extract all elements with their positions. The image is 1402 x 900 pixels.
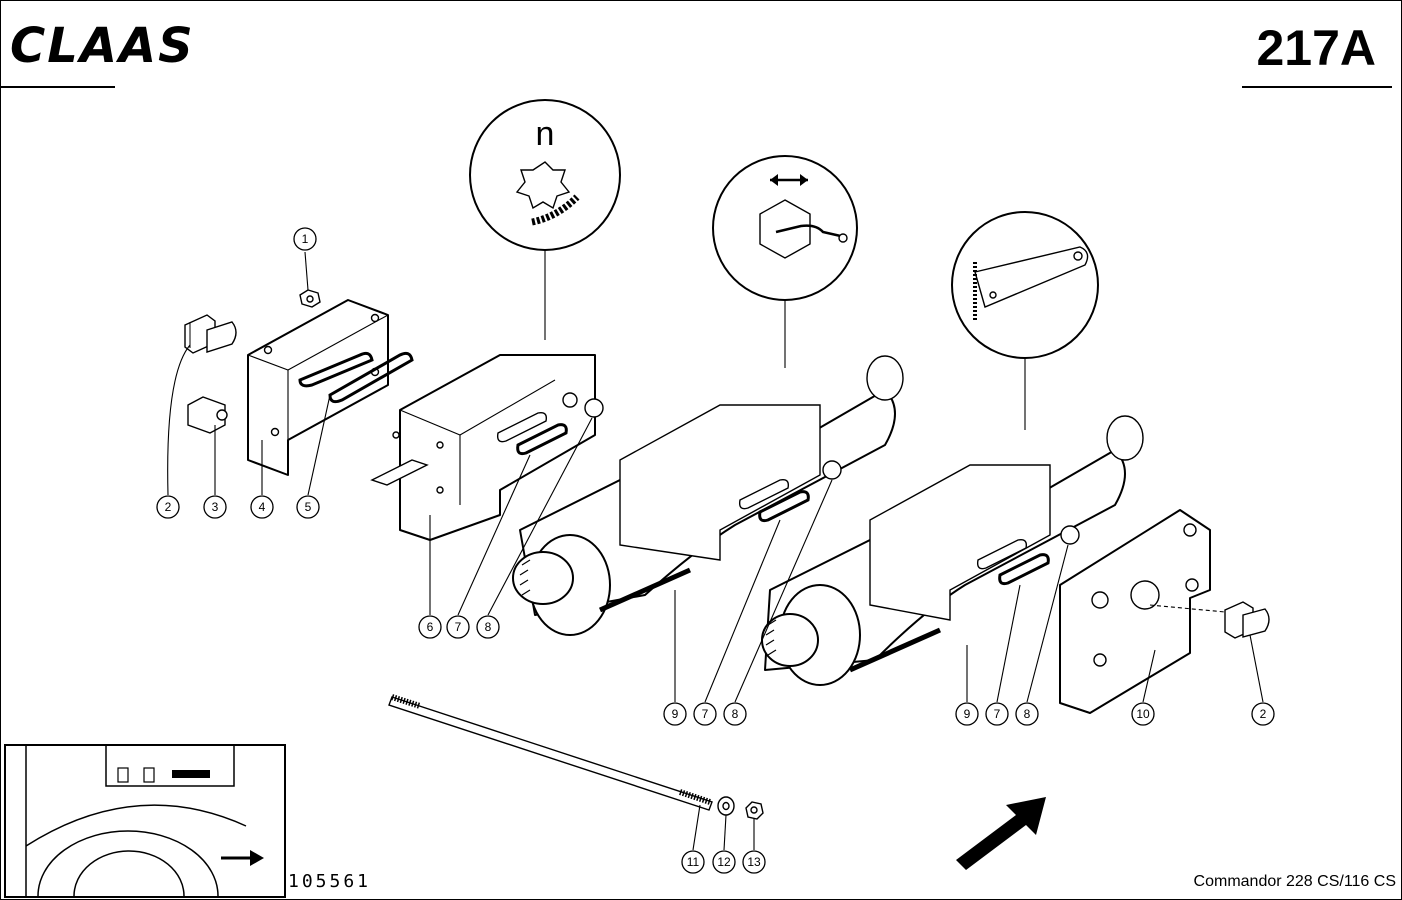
callout-1: 1: [293, 227, 317, 251]
svg-text:7: 7: [994, 707, 1001, 721]
callout-9-second: 9: [955, 702, 979, 726]
svg-text:4: 4: [259, 500, 266, 514]
svg-text:5: 5: [305, 500, 312, 514]
valve-section-9-second: [761, 415, 1144, 686]
callout-2-right: 2: [1251, 702, 1275, 726]
callout-leaders: [167, 251, 1264, 851]
reel-lever-symbol-icon: [951, 211, 1099, 430]
callout-7-first: 7: [446, 615, 470, 639]
svg-text:6: 6: [427, 620, 434, 634]
svg-text:8: 8: [485, 620, 492, 634]
callout-3: 3: [203, 495, 227, 519]
washer-part-12: [717, 796, 735, 816]
callout-9-first: 9: [663, 702, 687, 726]
callout-5: 5: [296, 495, 320, 519]
direction-arrow-icon: [956, 797, 1046, 870]
callout-13: 13: [742, 850, 766, 874]
svg-text:10: 10: [1136, 707, 1150, 721]
lateral-shift-symbol-icon: [712, 155, 858, 368]
end-plate-part-4: [247, 299, 389, 476]
svg-text:2: 2: [1260, 707, 1267, 721]
svg-text:3: 3: [212, 500, 219, 514]
rpm-symbol-icon: n: [469, 99, 621, 340]
callout-6: 6: [418, 615, 442, 639]
bushing-part-3: [187, 396, 228, 434]
rpm-symbol-letter: n: [536, 115, 555, 153]
end-plate-part-10: [1059, 509, 1226, 714]
svg-text:9: 9: [964, 707, 971, 721]
claas-logo-text: CLAAS: [10, 20, 195, 70]
callout-10: 10: [1131, 702, 1155, 726]
svg-text:2: 2: [165, 500, 172, 514]
callout-8-second: 8: [723, 702, 747, 726]
tie-rod-part-11: [388, 694, 713, 811]
valve-section-9-first: [512, 355, 904, 636]
callout-12: 12: [712, 850, 736, 874]
callout-11: 11: [681, 850, 705, 874]
claas-logo: CLAAS: [10, 20, 195, 70]
svg-text:11: 11: [687, 855, 700, 869]
fitting-part-2-right: [1224, 601, 1270, 639]
svg-text:8: 8: [732, 707, 739, 721]
nut-part-13: [745, 801, 764, 820]
header-rule-right: [1242, 86, 1392, 88]
callout-7-third: 7: [985, 702, 1009, 726]
callout-8-third: 8: [1015, 702, 1039, 726]
page-number: 217A: [1256, 20, 1376, 76]
fitting-part-2-left: [184, 314, 237, 354]
callout-2-left: 2: [156, 495, 180, 519]
svg-text:8: 8: [1024, 707, 1031, 721]
svg-text:12: 12: [717, 855, 731, 869]
seal-part-5: [298, 351, 414, 404]
svg-text:7: 7: [455, 620, 462, 634]
model-name: Commandor 228 CS/116 CS: [1193, 873, 1396, 890]
svg-text:13: 13: [747, 855, 761, 869]
svg-text:9: 9: [672, 707, 679, 721]
document-number: 105561: [288, 871, 372, 892]
valve-section-6: [370, 354, 604, 541]
callout-4: 4: [250, 495, 274, 519]
svg-text:7: 7: [702, 707, 709, 721]
nut-part-1: [299, 289, 321, 308]
header-rule-left: [0, 86, 115, 88]
location-inset: [4, 744, 286, 898]
callout-7-second: 7: [693, 702, 717, 726]
svg-text:1: 1: [302, 232, 309, 246]
callout-8-first: 8: [476, 615, 500, 639]
location-inset-drawing: [25, 746, 264, 896]
